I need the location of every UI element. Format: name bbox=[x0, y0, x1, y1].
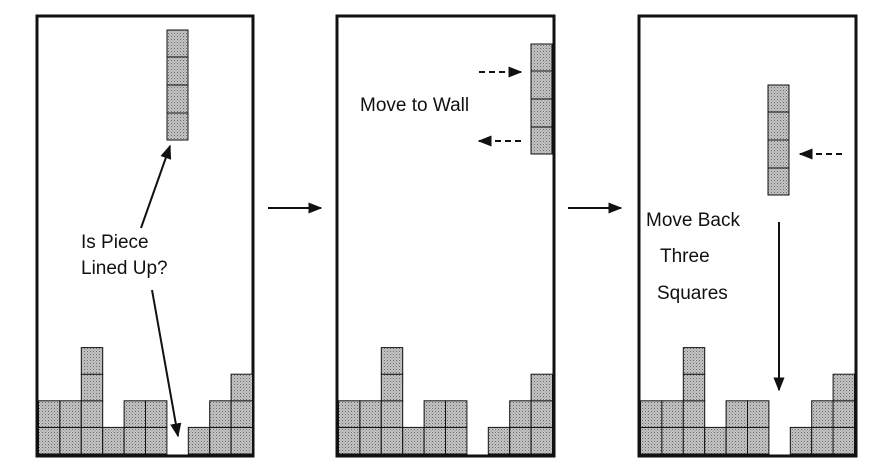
stack-block bbox=[102, 426, 125, 455]
stack-block bbox=[359, 400, 382, 428]
stack-block bbox=[832, 400, 855, 428]
pointer-arrow-up bbox=[140, 144, 172, 229]
panel-2: Move to Wall bbox=[335, 14, 556, 458]
stack-block bbox=[487, 426, 511, 455]
stack-block bbox=[682, 400, 706, 428]
stack-block bbox=[59, 426, 82, 455]
stack-block bbox=[209, 400, 232, 428]
stack-block bbox=[230, 400, 254, 428]
stack-block bbox=[704, 426, 727, 455]
stack-block bbox=[338, 400, 361, 428]
stack-block bbox=[661, 400, 684, 428]
stack-block bbox=[811, 400, 834, 428]
stack-block bbox=[145, 426, 168, 455]
stack-block bbox=[38, 400, 61, 428]
panel-1-label-line-1: Is Piece bbox=[81, 232, 149, 253]
stack-block bbox=[123, 400, 146, 428]
stack-block bbox=[380, 400, 404, 428]
playfield-frame bbox=[35, 14, 255, 458]
playfield-frame bbox=[637, 14, 858, 458]
stack-block bbox=[145, 400, 168, 428]
stack-block bbox=[187, 426, 211, 455]
stack-block bbox=[359, 426, 382, 455]
stack-block bbox=[530, 400, 553, 428]
stack-block bbox=[80, 373, 104, 402]
stack-block bbox=[59, 400, 82, 428]
stack-block bbox=[209, 426, 232, 455]
pointer-arrow-down bbox=[151, 289, 182, 438]
falling-i-piece bbox=[166, 29, 189, 141]
panel-2-label: Move to Wall bbox=[360, 95, 469, 116]
stack-block bbox=[80, 400, 104, 428]
stack-block bbox=[402, 426, 425, 455]
stack-block bbox=[123, 426, 146, 455]
stack-block bbox=[380, 347, 404, 375]
stack-block bbox=[38, 426, 61, 455]
stack-block bbox=[640, 400, 663, 428]
stack-block bbox=[530, 373, 553, 402]
stack-block bbox=[640, 426, 663, 455]
stack-block bbox=[661, 426, 684, 455]
stack-block bbox=[530, 426, 553, 455]
stack-block bbox=[682, 347, 706, 375]
stack-block bbox=[682, 426, 706, 455]
stack-block bbox=[380, 373, 404, 402]
stack-block bbox=[509, 400, 532, 428]
stack-block bbox=[725, 400, 748, 428]
stack-blocks bbox=[38, 347, 254, 455]
stack-block bbox=[682, 373, 706, 402]
panel-3-label-line-2: Three bbox=[660, 246, 710, 267]
falling-i-piece bbox=[767, 84, 790, 196]
stack-block bbox=[445, 400, 468, 428]
stack-block bbox=[747, 400, 770, 428]
panel-3-label-line-1: Move Back bbox=[646, 210, 740, 231]
panel-3: Move Back Three Squares bbox=[637, 14, 858, 458]
panel-1-label-line-2: Lined Up? bbox=[81, 258, 168, 279]
stack-block bbox=[445, 426, 468, 455]
panel-1: Is Piece Lined Up? bbox=[35, 14, 255, 458]
stack-block bbox=[509, 426, 532, 455]
stack-block bbox=[832, 426, 855, 455]
stack-blocks bbox=[338, 347, 553, 455]
stack-block bbox=[423, 400, 447, 428]
stack-block bbox=[230, 373, 254, 402]
stack-blocks bbox=[640, 347, 855, 455]
stack-block bbox=[380, 426, 404, 455]
stack-block bbox=[80, 347, 104, 375]
stack-block bbox=[832, 373, 855, 402]
stack-block bbox=[423, 426, 447, 455]
stack-block bbox=[230, 426, 254, 455]
stack-block bbox=[725, 426, 748, 455]
falling-i-piece bbox=[530, 43, 553, 155]
playfield-frame bbox=[335, 14, 556, 458]
stack-block bbox=[80, 426, 104, 455]
stack-block bbox=[338, 426, 361, 455]
stack-block bbox=[747, 426, 770, 455]
stack-block bbox=[789, 426, 813, 455]
panel-3-label-line-3: Squares bbox=[657, 283, 728, 304]
stack-block bbox=[811, 426, 834, 455]
